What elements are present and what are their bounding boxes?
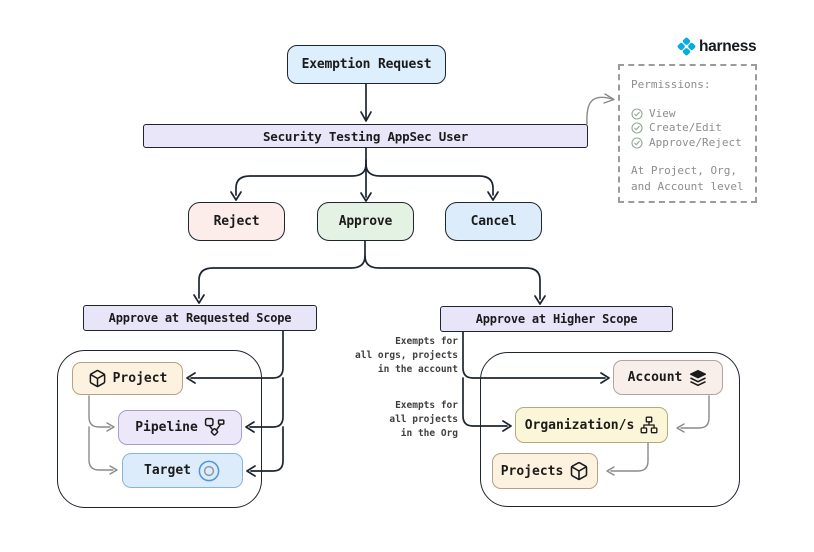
permission-approve-reject: Approve/Reject: [631, 136, 755, 151]
reject-node: Reject: [188, 202, 285, 241]
pipeline-label: Pipeline: [135, 420, 198, 435]
arrow-approve-to-requested: [198, 240, 366, 299]
permissions-title: Permissions:: [631, 78, 711, 91]
requested-scope-header: Approve at Requested Scope: [83, 305, 317, 331]
arrow-appsec-to-permissions: [586, 96, 613, 125]
harness-logo-text: harness: [699, 37, 757, 55]
projects-node: Projects: [492, 453, 598, 489]
higher-scope-header: Approve at Higher Scope: [440, 306, 673, 332]
check-circle-icon: [631, 108, 643, 120]
appsec-user-node: Security Testing AppSec User: [143, 124, 588, 148]
permission-create-edit: Create/Edit: [631, 121, 755, 136]
appsec-user-label: Security Testing AppSec User: [262, 128, 469, 144]
layers-icon: [688, 368, 708, 388]
account-label: Account: [627, 370, 683, 385]
cancel-label: Cancel: [470, 214, 517, 229]
reject-label: Reject: [213, 214, 260, 229]
harness-logo-icon: [677, 37, 696, 56]
higher-scope-label: Approve at Higher Scope: [475, 312, 638, 326]
project-node: Project: [72, 362, 183, 395]
arrow-appsec-to-reject: [235, 159, 367, 196]
permissions-footer: At Project, Org, and Account level: [631, 164, 744, 193]
approve-label: Approve: [338, 214, 393, 229]
cancel-node: Cancel: [445, 202, 542, 241]
organizations-node: Organization/s: [515, 407, 668, 443]
exemption-request-node: Exemption Request: [287, 45, 446, 84]
account-exemption-note: Exempts for all orgs, projects in the ac…: [355, 336, 458, 375]
harness-logo: harness: [677, 37, 757, 56]
account-node: Account: [613, 360, 723, 395]
pipeline-icon: [204, 417, 225, 438]
org-exemption-note: Exempts for all projects in the Org: [389, 400, 458, 439]
target-label: Target: [144, 463, 191, 478]
exemption-request-label: Exemption Request: [301, 57, 432, 72]
pipeline-node: Pipeline: [118, 410, 242, 445]
organizations-label: Organization/s: [524, 417, 635, 433]
target-icon: [197, 459, 221, 483]
package-icon: [88, 369, 107, 388]
projects-label: Projects: [500, 463, 564, 479]
target-node: Target: [122, 453, 243, 488]
arrow-approve-to-higher: [364, 255, 541, 300]
check-circle-icon: [631, 137, 643, 149]
check-circle-icon: [631, 122, 643, 134]
package-icon: [569, 461, 589, 481]
permissions-panel: Permissions: View Create/Edit: [618, 64, 757, 203]
permission-view: View: [631, 107, 755, 122]
project-label: Project: [112, 371, 168, 386]
org-chart-icon: [640, 416, 658, 434]
arrow-appsec-to-cancel: [365, 163, 494, 196]
approve-node: Approve: [317, 202, 414, 241]
requested-scope-label: Approve at Requested Scope: [108, 311, 292, 325]
